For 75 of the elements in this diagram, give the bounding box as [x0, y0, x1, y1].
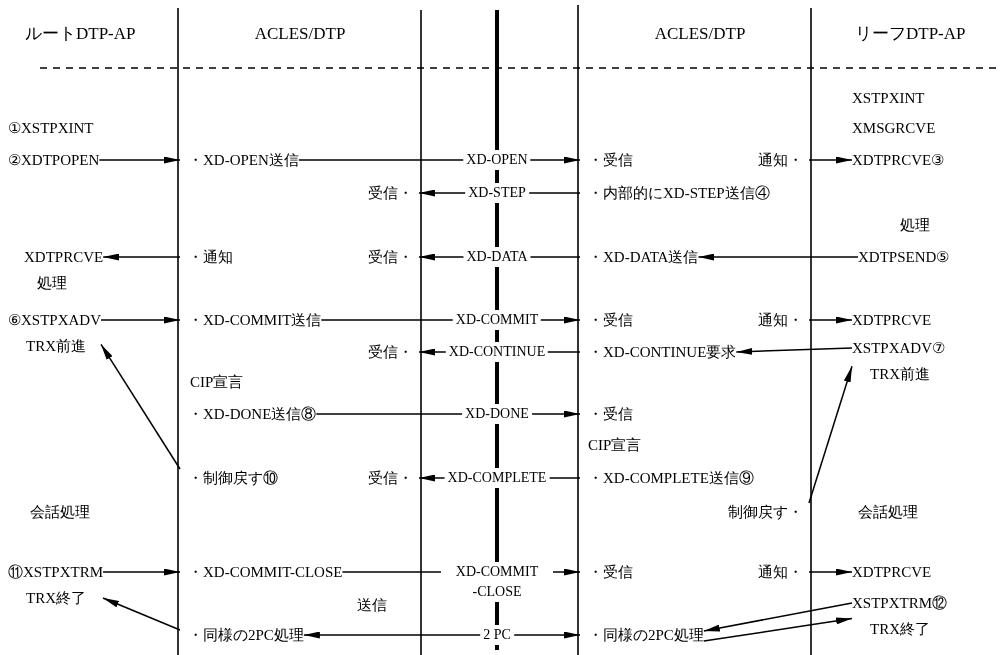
step-text: ・内部的にXD-STEP送信④	[580, 183, 770, 203]
edge-label: XD-CONTINUE	[445, 342, 549, 362]
edge-label: XD-COMMIT	[452, 310, 542, 330]
step-text: 制御戻す・	[728, 502, 809, 522]
step-text: ・XD-COMPLETE送信⑨	[580, 468, 754, 488]
step-text: 通知・	[758, 310, 809, 330]
note-text: 会話処理	[858, 503, 918, 522]
step-text: ・XD-DATA送信	[580, 247, 699, 267]
note-text: XSTPXINT	[852, 89, 925, 108]
note-text: 送信	[357, 596, 387, 615]
edge-label: XD-DATA	[463, 247, 531, 267]
step-text: ⑪XSTPXTRM	[8, 563, 104, 582]
arrow	[102, 597, 181, 631]
note-text: ①XSTPXINT	[8, 119, 94, 138]
edge-label: 2 PC	[480, 625, 514, 645]
note-text: 会話処理	[30, 503, 90, 522]
step-text: ・受信	[580, 562, 633, 582]
step-text: ・XD-OPEN送信	[180, 150, 299, 170]
step-text: ・受信	[580, 150, 633, 170]
edge-label: XD-COMPLETE	[444, 468, 550, 488]
step-text: 受信・	[368, 183, 419, 203]
step-text: XDTPRCVE	[852, 310, 932, 330]
step-text: XDTPRCVE③	[852, 150, 945, 170]
arrow	[808, 365, 853, 504]
column-header: ACLES/DTP	[654, 24, 746, 44]
arrow	[808, 316, 853, 324]
step-text: 受信・	[368, 468, 419, 488]
step-text: TRX前進	[25, 337, 87, 356]
arrow	[98, 156, 181, 164]
edge-label: XD-STEP	[465, 183, 529, 203]
arrow	[102, 253, 181, 261]
edge-label: XD-OPEN	[463, 150, 531, 170]
step-text: XSTPXADV⑦	[852, 339, 945, 358]
step-text: ・受信	[580, 310, 633, 330]
step-text: ・通知	[180, 247, 233, 267]
step-text: TRX前進	[869, 365, 931, 384]
step-text: ・受信	[580, 404, 633, 424]
arrow	[703, 602, 853, 632]
arrow	[808, 568, 853, 576]
arrow	[102, 568, 181, 576]
arrow	[703, 617, 853, 642]
note-text: 処理	[900, 216, 930, 235]
arrow	[735, 347, 853, 355]
edge-label: XD-COMMIT -CLOSE	[441, 562, 553, 602]
step-text: ・XD-DONE送信⑧	[180, 404, 317, 424]
step-text: ・XD-COMMIT-CLOSE	[180, 562, 343, 582]
step-text: XDTPSEND⑤	[858, 247, 950, 267]
step-text: XDTPRCVE	[852, 562, 932, 582]
step-text: 通知・	[758, 562, 809, 582]
arrow	[100, 316, 181, 324]
arrow	[808, 156, 853, 164]
note-text: CIP宣言	[190, 373, 244, 392]
step-text: XSTPXTRM⑫	[852, 594, 948, 613]
note-text: CIP宣言	[588, 436, 642, 455]
column-header: ルートDTP-AP	[25, 24, 136, 44]
step-text: TRX終了	[25, 589, 87, 608]
step-text: ・XD-CONTINUE要求	[580, 342, 737, 362]
step-text: ・同様の2PC処理	[180, 625, 304, 645]
arrow	[100, 343, 181, 470]
step-text: ・制御戻す⑩	[180, 468, 278, 488]
step-text: ・XD-COMMIT送信	[180, 310, 322, 330]
arrow	[697, 253, 859, 261]
step-text: 受信・	[368, 342, 419, 362]
column-header: ACLES/DTP	[254, 24, 346, 44]
step-text: 通知・	[758, 150, 809, 170]
step-text: ⑥XSTPXADV	[8, 311, 101, 330]
step-text: 受信・	[368, 247, 419, 267]
note-text: XMSGRCVE	[852, 119, 936, 138]
note-text: 処理	[37, 274, 67, 293]
step-text: XDTPRCVE	[24, 247, 104, 267]
column-header: リーフDTP-AP	[855, 24, 966, 44]
step-text: ②XDTPOPEN	[8, 150, 100, 170]
step-text: TRX終了	[869, 620, 931, 639]
edge-label: XD-DONE	[462, 404, 532, 424]
step-text: ・同様の2PC処理	[580, 625, 704, 645]
